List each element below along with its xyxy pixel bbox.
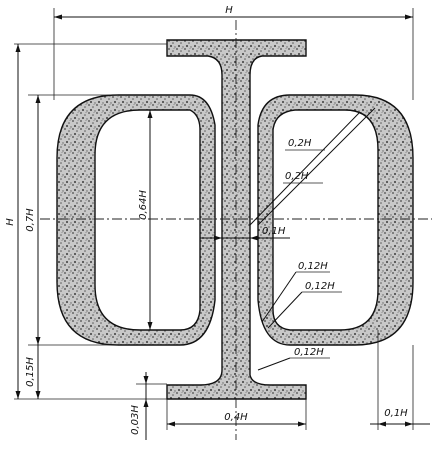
height-015-label: 0,15H [25, 357, 36, 387]
left-ring-section [56, 94, 216, 346]
corner-radius-a-label: 0,2H [288, 138, 312, 149]
gap-a-leader [261, 271, 297, 323]
corner-radius-a-leader [249, 111, 361, 226]
height-003-label: 0,03H [130, 405, 141, 435]
ring-thickness-label: 0,1H [384, 408, 408, 419]
fillet-radius-leader [257, 357, 291, 371]
fillet-radius-label: 0,12H [294, 347, 324, 358]
height-07-label: 0,7H [25, 208, 36, 232]
corner-radius-b-label: 0,2H [285, 171, 309, 182]
inner-height-label: 0,64H [138, 190, 149, 220]
overall-height-label: H [5, 218, 16, 226]
right-ring-section [257, 94, 414, 346]
web-thickness-label: 0,1H [262, 226, 286, 237]
flange-width-label: 0,4H [224, 412, 248, 423]
gap-a-label: 0,12H [298, 261, 328, 272]
gap-b-leader [267, 291, 303, 329]
corner-radius-b-leader [257, 107, 376, 226]
overall-width-label: H [225, 5, 233, 16]
gap-b-label: 0,12H [305, 281, 335, 292]
